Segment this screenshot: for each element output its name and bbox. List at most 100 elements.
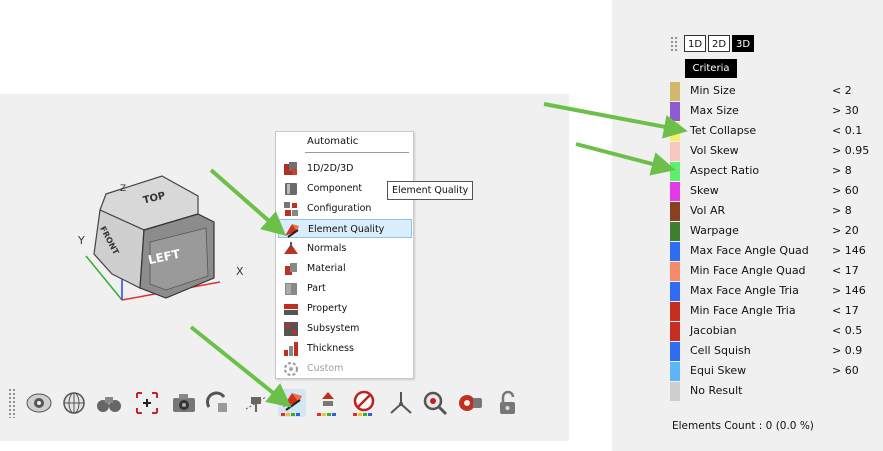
criteria-label: Equi Skew bbox=[690, 364, 747, 377]
criteria-color-swatch[interactable] bbox=[670, 301, 680, 321]
criteria-label: Max Face Angle Quad bbox=[690, 244, 809, 257]
criteria-threshold[interactable]: > 146 bbox=[832, 284, 866, 297]
criteria-row[interactable]: Max Face Angle Quad > 146 bbox=[669, 241, 879, 261]
criteria-row[interactable]: Max Face Angle Tria> 146 bbox=[669, 281, 879, 301]
rotate-view-button[interactable] bbox=[204, 389, 232, 417]
criteria-color-swatch[interactable] bbox=[670, 221, 680, 241]
criteria-threshold[interactable]: < 17 bbox=[832, 304, 859, 317]
y-axis-line bbox=[85, 255, 123, 301]
elements-count: Elements Count : 0 (0.0 %) bbox=[672, 420, 814, 432]
criteria-row[interactable]: Tet Collapse < 0.1 bbox=[669, 121, 879, 141]
criteria-color-swatch[interactable] bbox=[670, 181, 680, 201]
criteria-row[interactable]: Warpage> 20 bbox=[669, 221, 879, 241]
axis-triad-button[interactable] bbox=[387, 389, 415, 417]
criteria-row[interactable]: Min Size < 2 bbox=[669, 81, 879, 101]
menu-item-part[interactable]: Part bbox=[278, 279, 412, 298]
criteria-label: Cell Squish bbox=[690, 344, 751, 357]
criteria-color-swatch[interactable] bbox=[670, 261, 680, 281]
view-cube[interactable] bbox=[93, 175, 215, 299]
camera-icon bbox=[170, 394, 198, 420]
criteria-threshold[interactable]: > 0.95 bbox=[832, 144, 870, 157]
eye-icon bbox=[25, 393, 53, 420]
criteria-threshold[interactable]: < 17 bbox=[832, 264, 859, 277]
section-cut-button[interactable] bbox=[242, 389, 270, 417]
criteria-row[interactable]: Min Face Angle Quad< 17 bbox=[669, 261, 879, 281]
menu-item-material[interactable]: Material bbox=[278, 259, 412, 278]
criteria-color-swatch[interactable] bbox=[670, 341, 680, 361]
tab-1d[interactable]: 1D bbox=[684, 35, 706, 52]
criteria-row[interactable]: Equi Skew > 60 bbox=[669, 361, 879, 381]
menu-item-property[interactable]: Property bbox=[278, 299, 412, 318]
unlock-button[interactable] bbox=[494, 389, 522, 417]
criteria-color-swatch[interactable] bbox=[670, 361, 680, 381]
binoculars-button[interactable] bbox=[95, 389, 123, 417]
menu-item-automatic[interactable]: Automatic bbox=[307, 136, 359, 147]
criteria-color-swatch[interactable] bbox=[670, 201, 680, 221]
criteria-row[interactable]: Cell Squish > 0.9 bbox=[669, 341, 879, 361]
criteria-label: Skew bbox=[690, 184, 719, 197]
explode-button[interactable] bbox=[314, 389, 342, 417]
globe-button[interactable] bbox=[60, 389, 88, 417]
configuration-icon bbox=[283, 201, 299, 217]
material-icon bbox=[283, 261, 299, 277]
camera-button[interactable] bbox=[170, 389, 198, 417]
panel-drag-handle[interactable] bbox=[670, 36, 678, 52]
view-cube-area bbox=[85, 175, 221, 301]
tab-2d[interactable]: 2D bbox=[708, 35, 730, 52]
eye-button[interactable] bbox=[25, 389, 53, 417]
menu-item-label: Normals bbox=[307, 243, 347, 254]
criteria-threshold[interactable]: < 0.1 bbox=[832, 124, 863, 137]
magnifier-button[interactable] bbox=[421, 389, 449, 417]
criteria-threshold[interactable]: > 146 bbox=[832, 244, 866, 257]
criteria-color-swatch[interactable] bbox=[670, 381, 680, 401]
criteria-row[interactable]: Vol AR> 8 bbox=[669, 201, 879, 221]
criteria-threshold[interactable]: < 2 bbox=[832, 84, 852, 97]
criteria-color-swatch[interactable] bbox=[670, 101, 680, 121]
criteria-label: Min Size bbox=[690, 84, 736, 97]
menu-item-label: Material bbox=[307, 263, 346, 274]
criteria-threshold[interactable]: > 0.9 bbox=[832, 344, 863, 357]
no-entry-icon bbox=[350, 390, 378, 420]
criteria-row[interactable]: Min Face Angle Tria< 17 bbox=[669, 301, 879, 321]
toolbar-drag-handle[interactable] bbox=[8, 388, 16, 418]
criteria-threshold[interactable]: > 60 bbox=[832, 364, 859, 377]
criteria-row[interactable]: Aspect Ratio> 8 bbox=[669, 161, 879, 181]
menu-item-1d-2d-3d[interactable]: 1D/2D/3D bbox=[278, 159, 412, 178]
criteria-color-swatch[interactable] bbox=[670, 321, 680, 341]
menu-item-thickness[interactable]: Thickness bbox=[278, 339, 412, 358]
menu-item-normals[interactable]: Normals bbox=[278, 239, 412, 258]
criteria-label: Tet Collapse bbox=[690, 124, 757, 137]
menu-item-label: Custom bbox=[307, 363, 344, 374]
criteria-color-swatch[interactable] bbox=[670, 281, 680, 301]
criteria-threshold[interactable]: > 60 bbox=[832, 184, 859, 197]
criteria-color-swatch[interactable] bbox=[670, 161, 680, 181]
quality-legend-panel bbox=[612, 0, 883, 451]
menu-item-subsystem[interactable]: Subsystem bbox=[278, 319, 412, 338]
dimension-tabs: 1D 2D 3D bbox=[684, 35, 754, 52]
film-reel-button[interactable] bbox=[457, 389, 485, 417]
no-entry-button[interactable] bbox=[350, 389, 378, 417]
criteria-threshold[interactable]: > 8 bbox=[832, 164, 852, 177]
criteria-row[interactable]: Vol Skew> 0.95 bbox=[669, 141, 879, 161]
criteria-row[interactable]: Max Size> 30 bbox=[669, 101, 879, 121]
tab-3d[interactable]: 3D bbox=[732, 35, 754, 52]
criteria-threshold[interactable]: > 30 bbox=[832, 104, 859, 117]
criteria-row[interactable]: Jacobian< 0.5 bbox=[669, 321, 879, 341]
center-target-button[interactable] bbox=[133, 389, 161, 417]
menu-item-configuration[interactable]: Configuration bbox=[278, 199, 412, 218]
criteria-color-swatch[interactable] bbox=[670, 241, 680, 261]
criteria-threshold[interactable]: > 20 bbox=[832, 224, 859, 237]
x-axis-label: X bbox=[236, 265, 244, 278]
criteria-color-swatch[interactable] bbox=[670, 121, 680, 141]
property-icon bbox=[283, 301, 299, 317]
menu-item-component[interactable]: Component bbox=[278, 179, 412, 198]
unlock-icon bbox=[494, 390, 522, 420]
criteria-color-swatch[interactable] bbox=[670, 141, 680, 161]
criteria-row[interactable]: No Result bbox=[669, 381, 879, 401]
criteria-threshold[interactable]: < 0.5 bbox=[832, 324, 863, 337]
criteria-color-swatch[interactable] bbox=[670, 81, 680, 101]
menu-item-element-quality[interactable]: Element Quality bbox=[278, 219, 412, 238]
color-by-button[interactable] bbox=[278, 389, 306, 417]
criteria-threshold[interactable]: > 8 bbox=[832, 204, 852, 217]
criteria-row[interactable]: Skew > 60 bbox=[669, 181, 879, 201]
